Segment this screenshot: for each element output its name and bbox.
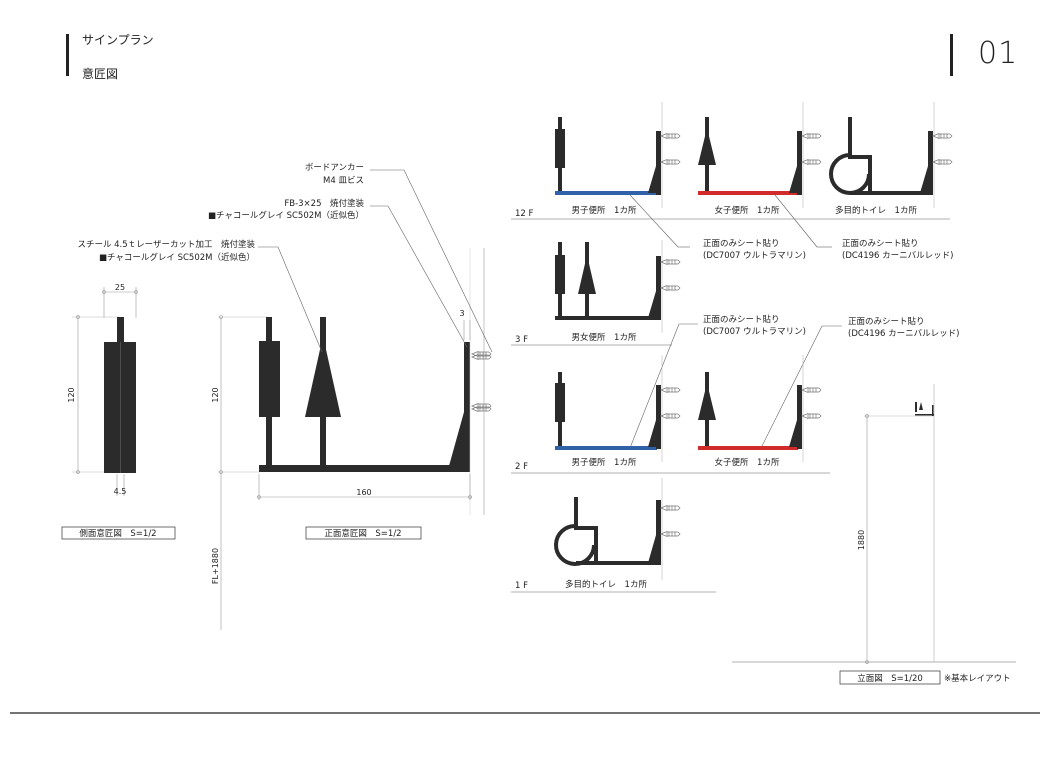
front-width-dim: 160: [356, 488, 371, 497]
elevation-note: ※基本レイアウト: [944, 673, 1011, 684]
page-number-bar: [950, 34, 953, 76]
sign-2f-female: 女子便所 1カ所: [698, 355, 822, 468]
sign-12f-female: 女子便所 1カ所: [698, 102, 822, 216]
sign-1f-multipurpose: 多目的トイレ 1カ所: [554, 478, 681, 590]
front-view: 120 FL+1880 3 160 正面意匠図 S=1/2: [211, 248, 492, 630]
sheet-subtitle: 意匠図: [82, 67, 119, 81]
note-sheet-red-1-code: (DC4196 カーニバルレッド): [842, 251, 953, 261]
sign-12f-female-label: 女子便所 1カ所: [715, 205, 780, 216]
side-view-caption: 側面意匠図 S=1/2: [79, 528, 156, 539]
sheet-title: サインプラン: [82, 33, 154, 47]
floor-12f: 12 F 男子便所 1カ所 女子便所 1カ所: [511, 102, 953, 248]
page-number: 01: [978, 36, 1019, 71]
elevation-view: 1880 立面図 S=1/20 ※基本レイアウト: [732, 384, 1016, 685]
callouts-left: ボードアンカー M4 皿ビス FB-3×25 焼付塗装 ■チャコールグレイ SC…: [77, 163, 493, 353]
sign-2f-male-label: 男子便所 1カ所: [572, 457, 637, 468]
floor-label-1f: 1 F: [515, 581, 528, 591]
front-view-caption: 正面意匠図 S=1/2: [324, 528, 401, 539]
sign-2f-male: 男子便所 1カ所: [555, 355, 681, 468]
sign-12f-multipurpose-label: 多目的トイレ 1カ所: [835, 205, 917, 216]
elevation-sign-mini: [915, 402, 917, 412]
side-width-dim: 25: [115, 283, 125, 292]
note-sheet-blue-2-code: (DC7007 ウルトラマリン): [703, 327, 806, 337]
side-view: 25 120 4.5 側面意匠図 S=1/2: [61, 283, 176, 540]
note-sheet-red-2-code: (DC4196 カーニバルレッド): [848, 329, 959, 339]
note-sheet-blue-2: 正面のみシート貼り: [703, 314, 780, 325]
front-floor-dim: FL+1880: [211, 548, 220, 584]
floor-1f: 1 F 多目的トイレ 1カ所: [511, 478, 716, 593]
front-height-dim: 120: [211, 387, 220, 402]
callout-fb-color: ■チャコールグレイ SC502M（近似色）: [208, 210, 364, 221]
floor-2f: 2 F 男子便所 1カ所 女子便所 1カ所: [511, 355, 830, 474]
elevation-height-dim: 1880: [857, 530, 866, 550]
sign-12f-multipurpose: 多目的トイレ 1カ所: [829, 102, 953, 216]
floor-3f: 3 F 男女便所 1カ所: [511, 240, 681, 346]
header-bar: [66, 34, 69, 76]
floor-label-3f: 3 F: [515, 335, 528, 345]
callout-steel-color: ■チャコールグレイ SC502M（近似色）: [99, 252, 255, 263]
callout-steel-laser: スチール 4.5ｔレーザーカット加工 焼付塗装: [77, 239, 255, 250]
note-sheet-blue-1: 正面のみシート貼り: [703, 238, 780, 249]
sign-3f-unisex-label: 男女便所 1カ所: [572, 332, 637, 343]
front-female-body: [305, 336, 341, 417]
callout-m4-screw: M4 皿ビス: [323, 176, 364, 186]
callout-fb-plate: FB-3×25 焼付塗装: [284, 198, 364, 209]
callout-board-anchor: ボードアンカー: [305, 163, 364, 173]
side-thickness-dim: 4.5: [114, 487, 127, 496]
sign-1f-multipurpose-label: 多目的トイレ 1カ所: [565, 579, 647, 590]
side-height-dim: 120: [67, 387, 76, 402]
note-sheet-red-1: 正面のみシート貼り: [842, 238, 919, 249]
note-sheet-blue-1-code: (DC7007 ウルトラマリン): [703, 251, 806, 261]
elevation-caption: 立面図 S=1/20: [857, 673, 923, 684]
floor-label-2f: 2 F: [515, 462, 528, 472]
sign-2f-female-label: 女子便所 1カ所: [715, 457, 780, 468]
front-male-body: [259, 341, 280, 417]
sign-3f-unisex: 男女便所 1カ所: [555, 240, 681, 343]
sign-12f-male: 男子便所 1カ所: [555, 102, 681, 216]
note-sheet-red-2: 正面のみシート貼り: [848, 316, 925, 327]
front-gusset: [449, 412, 464, 466]
floor-label-12f: 12 F: [515, 209, 534, 219]
front-plate-dim: 3: [459, 309, 464, 318]
sign-12f-male-label: 男子便所 1カ所: [572, 205, 637, 216]
front-wall-plate: [464, 342, 470, 472]
front-base-bar: [259, 465, 470, 472]
